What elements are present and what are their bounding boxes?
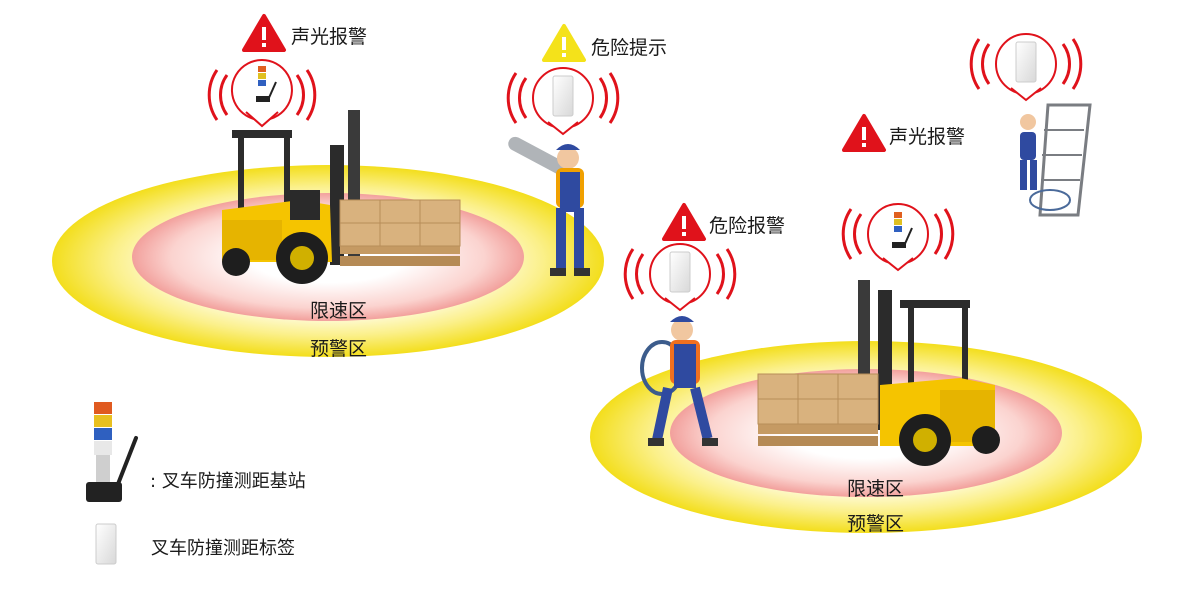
warning-triangle-icon <box>542 24 586 62</box>
legend-base-station: : 叉车防撞测距基站 <box>150 467 306 493</box>
uwb-tag-icon <box>95 523 117 565</box>
legend-tag-label: 叉车防撞测距标签 <box>151 538 295 559</box>
warning-triangle-icon <box>662 203 706 241</box>
worker-carrying-pipe <box>508 136 590 276</box>
forklift-right <box>757 280 1000 466</box>
warning-zone-label: 预警区 <box>310 338 368 360</box>
warning-triangle-icon <box>842 114 886 152</box>
signal-tower-light-icon <box>86 402 138 502</box>
pin-tag-ladder <box>969 33 1083 102</box>
pin-base-station-right <box>841 203 955 272</box>
speed-limit-zone-label: 限速区 <box>847 478 905 500</box>
legend-prefix: : <box>150 471 157 492</box>
pin-tag-cable-worker <box>623 243 737 312</box>
worker-on-ladder <box>1020 103 1092 217</box>
speed-limit-zone-label: 限速区 <box>310 300 368 322</box>
pin-base-station-left <box>207 59 317 128</box>
warning-zone-label: 预警区 <box>847 513 905 535</box>
legend-base-station-label: 叉车防撞测距基站 <box>161 471 306 492</box>
forklift-left <box>222 110 461 284</box>
alert-label: 危险提示 <box>591 37 668 59</box>
pin-tag-top <box>506 67 620 136</box>
alert-label: 声光报警 <box>889 126 966 148</box>
alert-label: 危险报警 <box>709 215 786 237</box>
alert-label: 声光报警 <box>291 26 368 48</box>
worker-with-cable-coil <box>640 316 718 446</box>
warning-triangle-icon <box>242 14 286 52</box>
